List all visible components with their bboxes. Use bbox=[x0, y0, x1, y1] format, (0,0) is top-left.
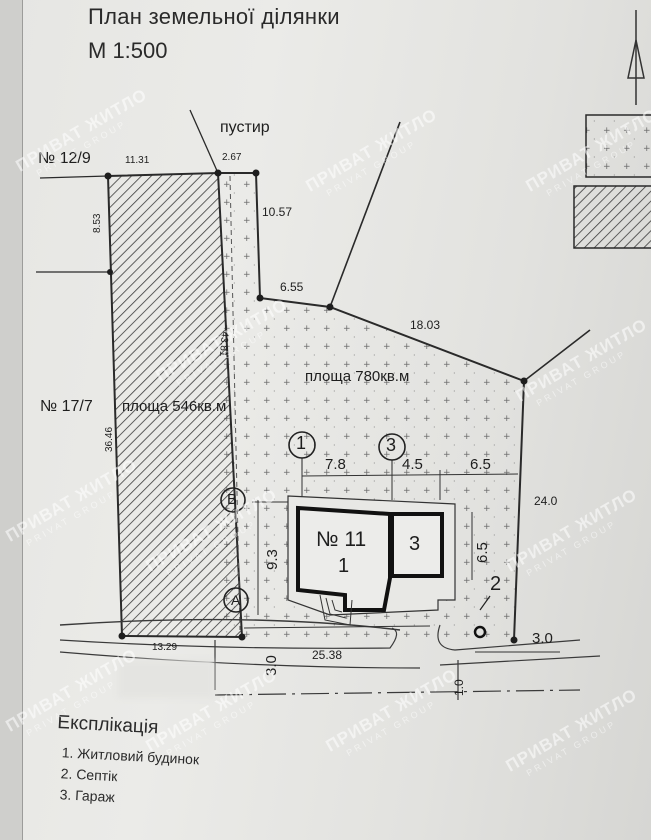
dim-6-55: 6.55 bbox=[280, 280, 304, 294]
dim-3-0-septic: 3.0 bbox=[532, 630, 553, 647]
marker-a-circle bbox=[223, 587, 249, 613]
dim-11-31: 11.31 bbox=[125, 155, 150, 166]
garage-outline bbox=[390, 512, 444, 578]
explication-item-3: 3. Гараж bbox=[59, 786, 116, 806]
marker-b-label: B bbox=[227, 491, 238, 508]
page-binding-edge bbox=[0, 0, 23, 840]
main-area-label: площа 780кв.м bbox=[305, 368, 410, 385]
marker-3-label: 3 bbox=[386, 435, 397, 455]
dim-10-57: 10.57 bbox=[262, 205, 293, 219]
neighbor-top-label: № 12/9 bbox=[38, 150, 91, 167]
dim-2-67: 2.67 bbox=[222, 152, 242, 163]
dim-18-03: 18.03 bbox=[410, 318, 441, 332]
building-number: № 11 bbox=[316, 528, 367, 551]
dim-7-8: 7.8 bbox=[325, 456, 346, 473]
legend-hatched-box bbox=[573, 185, 651, 249]
wasteland-label: пустир bbox=[220, 119, 270, 136]
dim-9-3: 9.3 bbox=[264, 549, 281, 570]
house-label: 1 bbox=[338, 555, 350, 577]
dim-6-5-side: 6.5 bbox=[474, 542, 491, 563]
marker-a-label: A bbox=[231, 592, 241, 608]
dim-24-0: 24.0 bbox=[534, 494, 558, 508]
blurred-region bbox=[118, 660, 214, 698]
marker-2-label: 2 bbox=[490, 573, 502, 595]
dim-25-38: 25.38 bbox=[312, 648, 343, 662]
explication-item-2: 2. Септік bbox=[60, 765, 118, 785]
north-arrow-icon bbox=[627, 10, 645, 105]
marker-1-label: 1 bbox=[296, 433, 307, 453]
neighbor-left-label: № 17/7 bbox=[40, 398, 93, 415]
garage-label: 3 bbox=[409, 533, 421, 555]
legend-dotted-box bbox=[585, 114, 651, 178]
dim-8-53: 8.53 bbox=[92, 213, 103, 233]
page-scale: М 1:500 bbox=[88, 38, 168, 63]
dim-6-5-top: 6.5 bbox=[470, 456, 491, 473]
page-title: План земельної ділянки bbox=[88, 4, 340, 29]
strip-area-label: площа 546кв.м bbox=[122, 398, 227, 415]
dim-36-46: 36.46 bbox=[104, 426, 115, 452]
dim-4-5: 4.5 bbox=[402, 456, 423, 473]
road-edge-top bbox=[59, 618, 401, 631]
marker-b-circle bbox=[220, 487, 246, 513]
septic-icon bbox=[473, 625, 487, 639]
dim-13-29: 13.29 bbox=[152, 642, 178, 653]
main-parcel-boundary bbox=[218, 172, 526, 641]
entrance-stairs-icon bbox=[319, 594, 353, 626]
